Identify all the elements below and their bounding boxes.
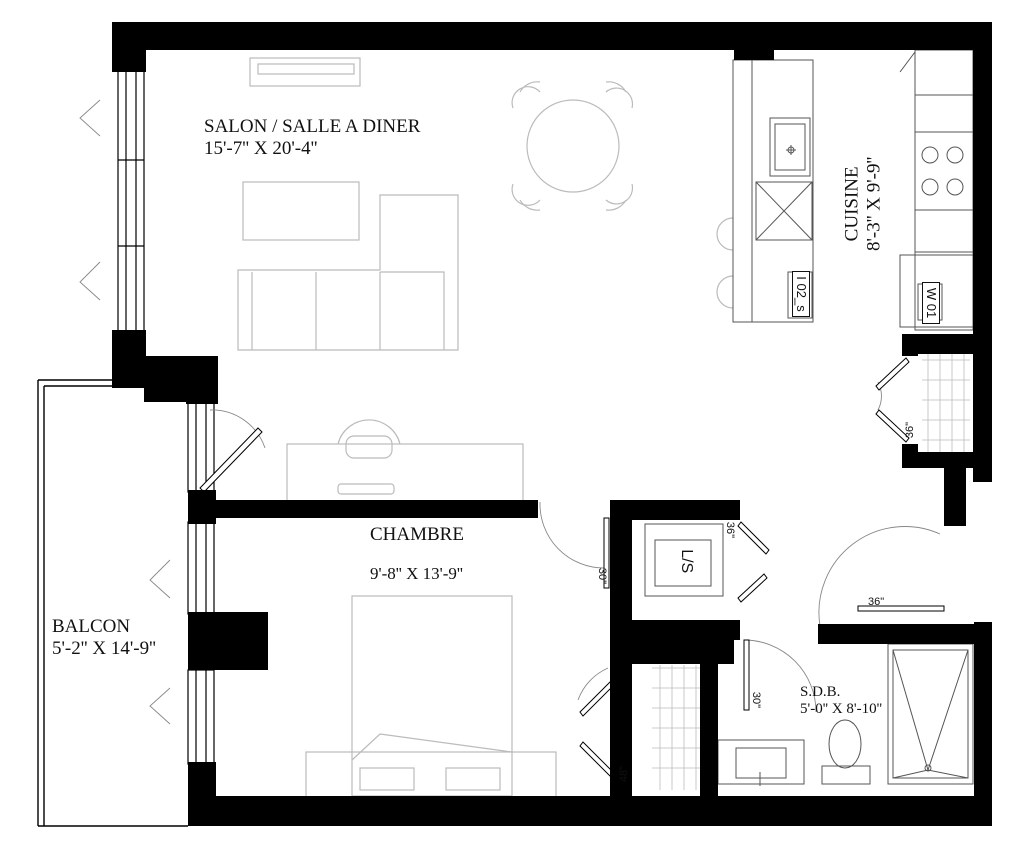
cuisine-size: 8'-3'' X 9'-9'' xyxy=(863,156,885,252)
dim-bedroom: 30" xyxy=(596,567,609,585)
dim-entry: 36" xyxy=(868,596,885,608)
chambre-size-label: 9'-8'' X 13'-9'' xyxy=(370,564,463,584)
dim-bath: 30" xyxy=(750,691,763,709)
toilet-icon xyxy=(821,719,871,785)
balcon-name: BALCON xyxy=(52,616,131,637)
balcon-size: 5'-2'' X 14'-9'' xyxy=(52,637,156,659)
salon-name: SALON / SALLE A DINER xyxy=(204,116,421,137)
balcon-label: BALCON 5'-2'' X 14'-9'' xyxy=(52,616,156,660)
sectional-sofa xyxy=(237,194,459,351)
coffee-table xyxy=(242,181,360,241)
windows xyxy=(117,69,215,765)
desk xyxy=(286,419,524,503)
dim-closet: 48" xyxy=(618,765,631,783)
sdb-name: S.D.B. xyxy=(800,684,841,700)
cuisine-label: CUISINE 8'-3'' X 9'-9'' xyxy=(841,157,885,251)
shelving xyxy=(652,352,970,790)
dim-pantry: 36" xyxy=(904,421,917,439)
laundry-unit xyxy=(644,523,724,597)
sdb-label: S.D.B. 5'-0'' X 8'-10'' xyxy=(800,684,882,719)
chambre-label: CHAMBRE xyxy=(370,524,464,546)
salon-size: 15'-7'' X 20'-4'' xyxy=(204,137,318,159)
bar-stools xyxy=(716,217,734,309)
stove-tag: I 02_s xyxy=(792,271,810,317)
door-swings xyxy=(79,99,941,725)
balcony-railing xyxy=(37,379,188,827)
sdb-size: 5'-0'' X 8'-10'' xyxy=(800,701,883,718)
vanity-icon xyxy=(717,739,805,786)
sink-icon xyxy=(769,117,811,177)
washer-tag: W 01 xyxy=(922,282,940,324)
tv-console xyxy=(249,57,361,87)
cooktop-icon xyxy=(914,131,974,211)
laundry-tag: L/S xyxy=(678,549,696,574)
dining-table xyxy=(511,81,634,211)
shower-icon xyxy=(887,643,974,785)
chambre-name: CHAMBRE xyxy=(370,524,464,545)
bed xyxy=(305,595,557,799)
chambre-size: 9'-8'' X 13'-9'' xyxy=(370,564,463,583)
walls xyxy=(112,22,992,826)
cuisine-name: CUISINE xyxy=(841,166,863,242)
dim-laundry: 36" xyxy=(724,521,737,539)
furniture xyxy=(237,57,734,799)
salon-label: SALON / SALLE A DINER 15'-7'' X 20'-4'' xyxy=(204,116,420,160)
dishwasher-icon xyxy=(755,181,813,241)
